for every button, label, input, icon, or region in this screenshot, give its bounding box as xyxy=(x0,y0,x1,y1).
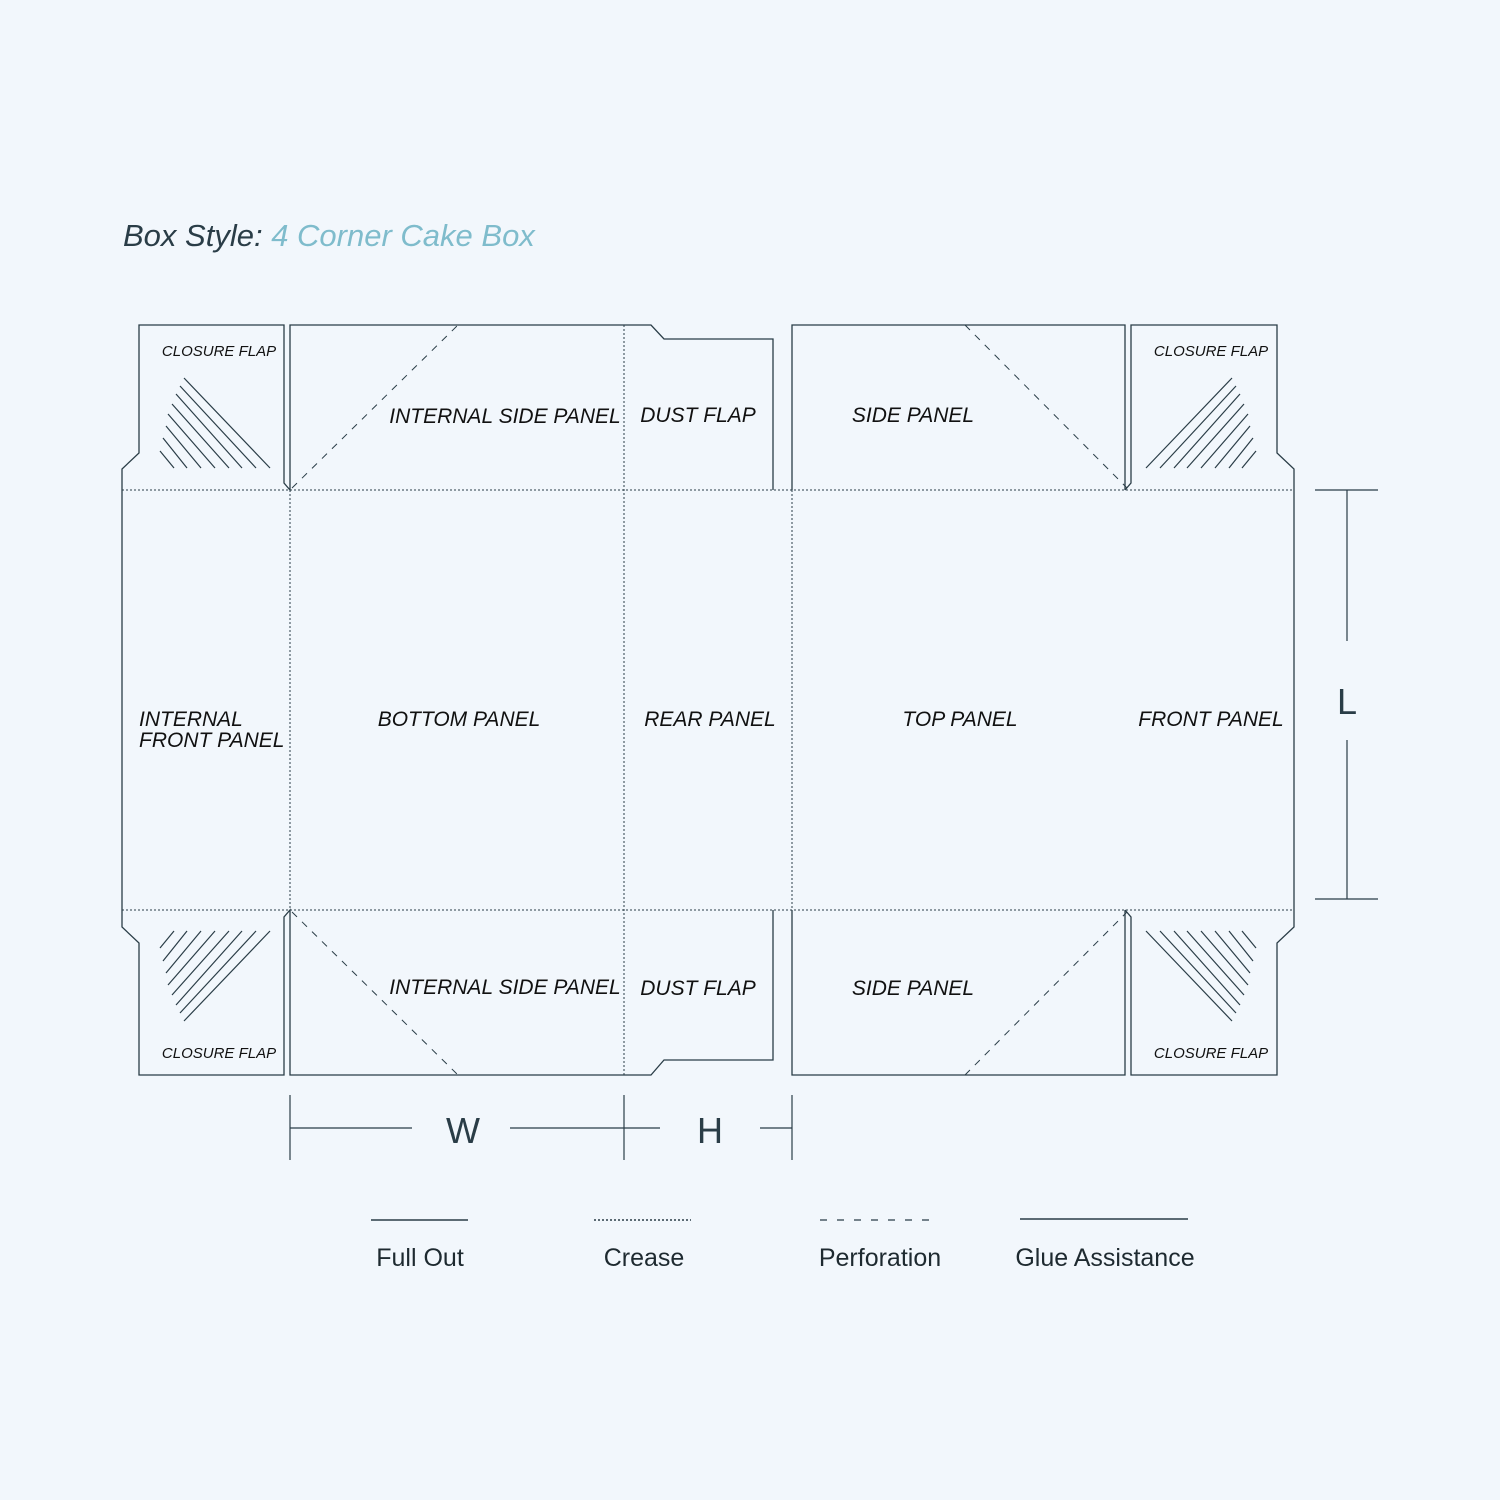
closure-flap-top-left-label: CLOSURE FLAP xyxy=(162,343,276,360)
dust-flap-bottom-label: DUST FLAP xyxy=(640,977,756,1000)
glue-hatching xyxy=(159,377,1257,1022)
top-panel-label: TOP PANEL xyxy=(902,708,1017,731)
left-strip-outline xyxy=(121,324,456,1076)
perf-bottom-right xyxy=(964,911,1128,1076)
perf-bottom-left xyxy=(291,911,459,1076)
internal-side-panel-bottom-label: INTERNAL SIDE PANEL xyxy=(389,976,620,999)
dimension-l-label: L xyxy=(1337,681,1357,722)
bottom-panel-label: BOTTOM PANEL xyxy=(378,708,541,731)
top-side-panel-outline xyxy=(791,324,1126,490)
perforation-lines xyxy=(291,324,1128,1076)
dimension-w-label: W xyxy=(446,1110,480,1151)
title-prefix: Box Style: xyxy=(123,218,263,253)
legend: Full Out Crease Perforation Glue Assista… xyxy=(371,1218,1195,1272)
glue-hatch-top-left xyxy=(159,377,271,469)
top-internal-dust-outline xyxy=(456,324,774,490)
legend-glue-assistance-label: Glue Assistance xyxy=(1015,1244,1194,1272)
legend-full-out-label: Full Out xyxy=(376,1244,464,1272)
glue-hatch-bottom-left xyxy=(159,930,271,1022)
internal-front-panel-label-line1: INTERNAL xyxy=(139,708,243,731)
dimension-lines xyxy=(289,489,1378,1160)
legend-perforation-label: Perforation xyxy=(819,1244,941,1272)
closure-flap-top-right-label: CLOSURE FLAP xyxy=(1154,343,1268,360)
glue-hatch-top-right xyxy=(1145,377,1257,469)
right-strip-outline xyxy=(1124,324,1295,1076)
side-panel-top-label: SIDE PANEL xyxy=(852,404,974,427)
internal-side-panel-top-label: INTERNAL SIDE PANEL xyxy=(389,405,620,428)
cut-lines xyxy=(121,324,1295,1076)
box-style-title: Box Style: 4 Corner Cake Box xyxy=(123,218,535,254)
bottom-side-panel-outline xyxy=(791,910,1126,1076)
panel-labels: CLOSURE FLAP CLOSURE FLAP CLOSURE FLAP C… xyxy=(139,343,1284,1062)
dimension-h-label: H xyxy=(697,1110,723,1151)
closure-flap-bottom-left-label: CLOSURE FLAP xyxy=(162,1045,276,1062)
dust-flap-top-label: DUST FLAP xyxy=(640,404,756,427)
legend-crease-label: Crease xyxy=(604,1244,685,1272)
internal-front-panel-label-line2: FRONT PANEL xyxy=(139,729,284,752)
rear-panel-label: REAR PANEL xyxy=(644,708,776,731)
side-panel-bottom-label: SIDE PANEL xyxy=(852,977,974,1000)
front-panel-label: FRONT PANEL xyxy=(1138,708,1283,731)
bottom-internal-dust-outline xyxy=(456,910,774,1076)
crease-lines xyxy=(122,325,1294,1075)
box-style-name: 4 Corner Cake Box xyxy=(271,218,535,253)
perf-top-right xyxy=(964,324,1128,489)
closure-flap-bottom-right-label: CLOSURE FLAP xyxy=(1154,1045,1268,1062)
glue-hatch-bottom-right xyxy=(1145,930,1257,1022)
perf-top-left xyxy=(291,324,459,489)
